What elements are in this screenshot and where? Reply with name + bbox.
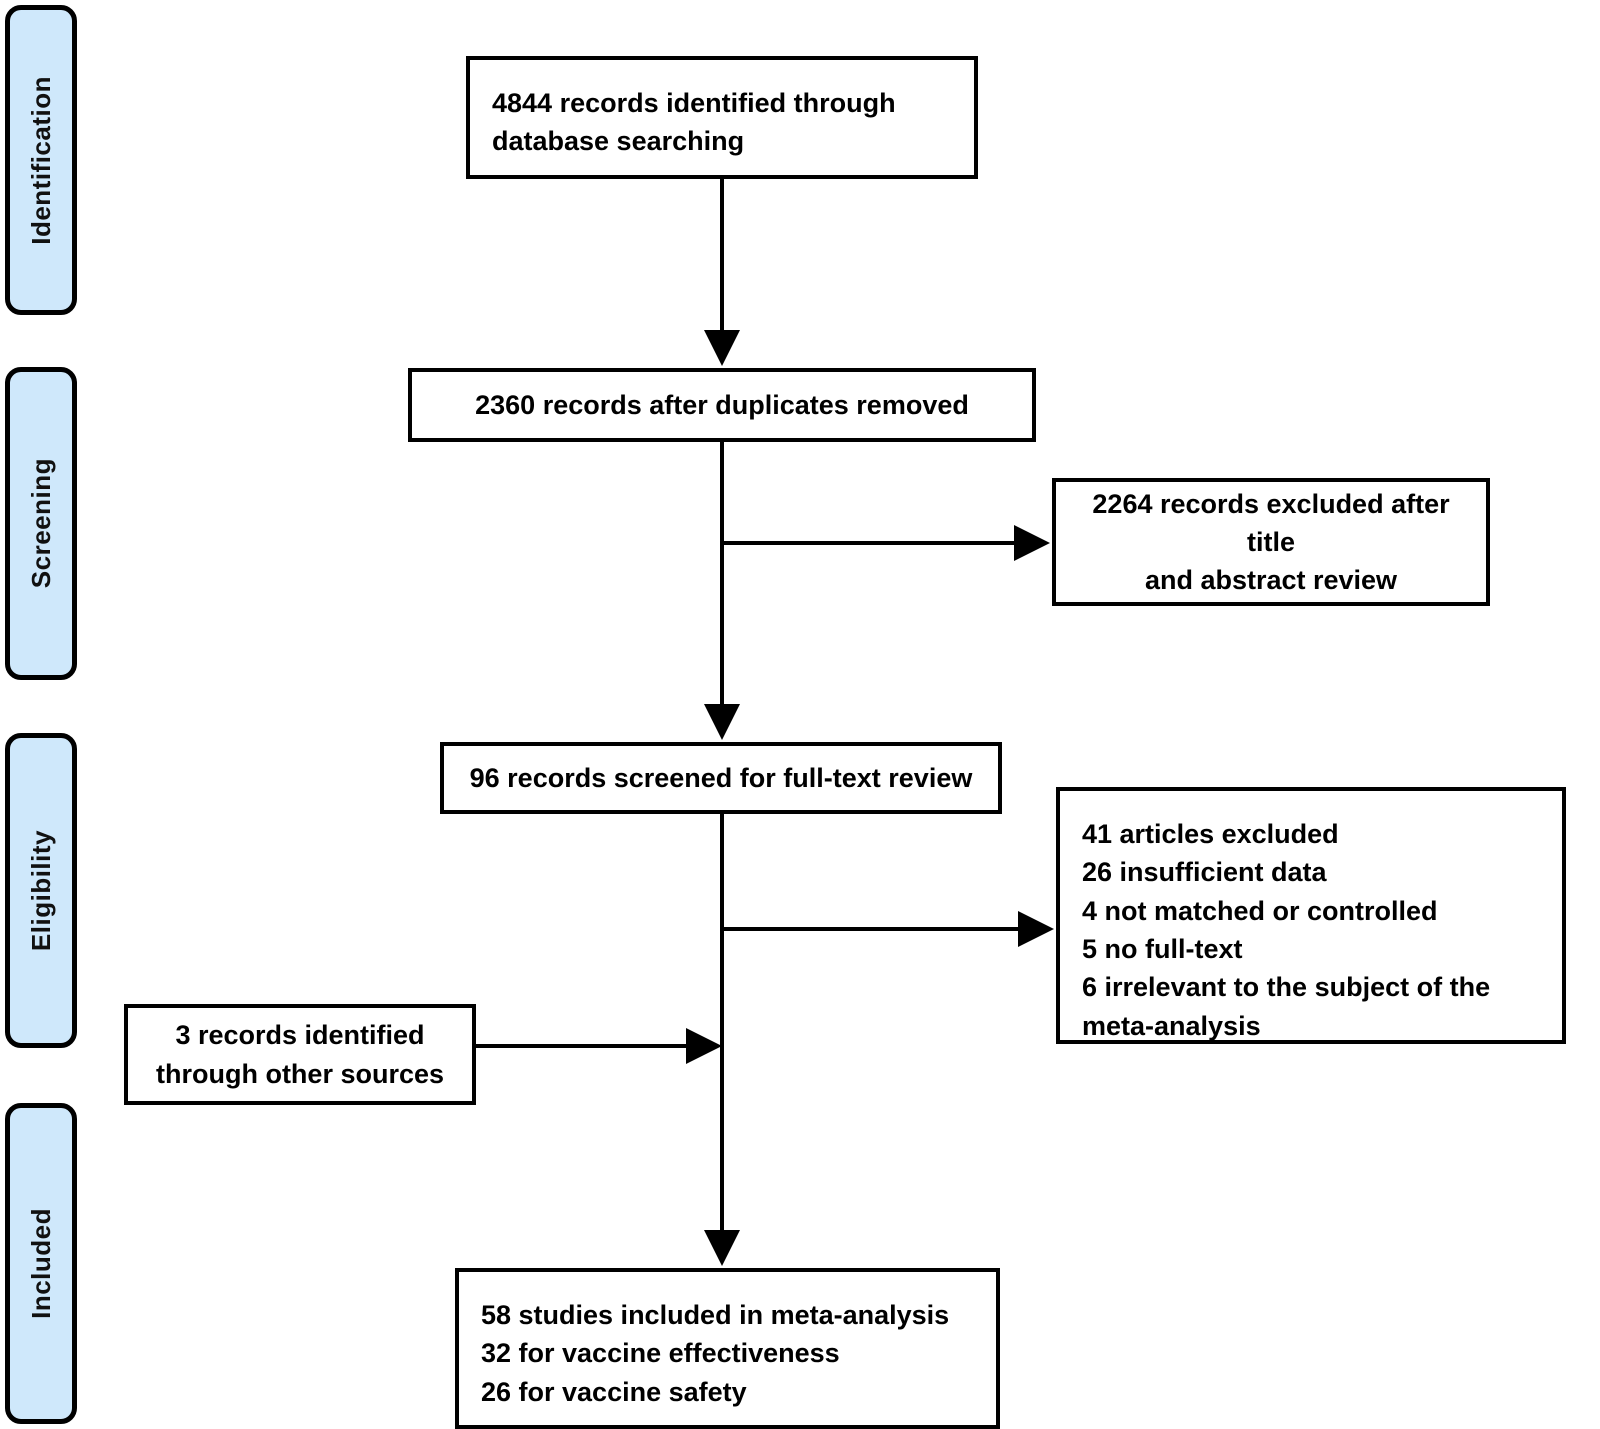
box-records-other-sources: 3 records identified through other sourc… (124, 1004, 476, 1105)
phase-label-eligibility: Eligibility (25, 829, 56, 952)
box-records-screened-fulltext-text: 96 records screened for full-text review (469, 762, 973, 793)
phase-label-included: Included (25, 1208, 56, 1319)
box-records-after-duplicates-text: 2360 records after duplicates removed (475, 389, 969, 420)
box-articles-excluded: 41 articles excluded 26 insufficient dat… (1056, 787, 1566, 1044)
box-records-excluded-title-abstract: 2264 records excluded after title and ab… (1052, 478, 1490, 606)
phase-label-screening: Screening (25, 458, 56, 589)
phase-band-screening: Screening (5, 367, 77, 680)
box-records-after-duplicates: 2360 records after duplicates removed (408, 368, 1036, 442)
box-studies-included: 58 studies included in meta-analysis 32 … (455, 1268, 1000, 1429)
box-records-screened-fulltext: 96 records screened for full-text review (440, 742, 1002, 814)
phase-band-included: Included (5, 1103, 77, 1424)
phase-band-identification: Identification (5, 5, 77, 315)
box-records-identified: 4844 records identified through database… (466, 56, 978, 179)
box-records-other-sources-text: 3 records identified through other sourc… (155, 1020, 445, 1089)
phase-band-eligibility: Eligibility (5, 733, 77, 1048)
box-studies-included-text: 58 studies included in meta-analysis 32 … (481, 1300, 950, 1407)
box-records-identified-text: 4844 records identified through database… (492, 88, 896, 157)
phase-label-identification: Identification (25, 75, 56, 245)
box-articles-excluded-text: 41 articles excluded 26 insufficient dat… (1082, 819, 1491, 1041)
box-records-excluded-title-abstract-text: 2264 records excluded after title and ab… (1092, 488, 1450, 596)
